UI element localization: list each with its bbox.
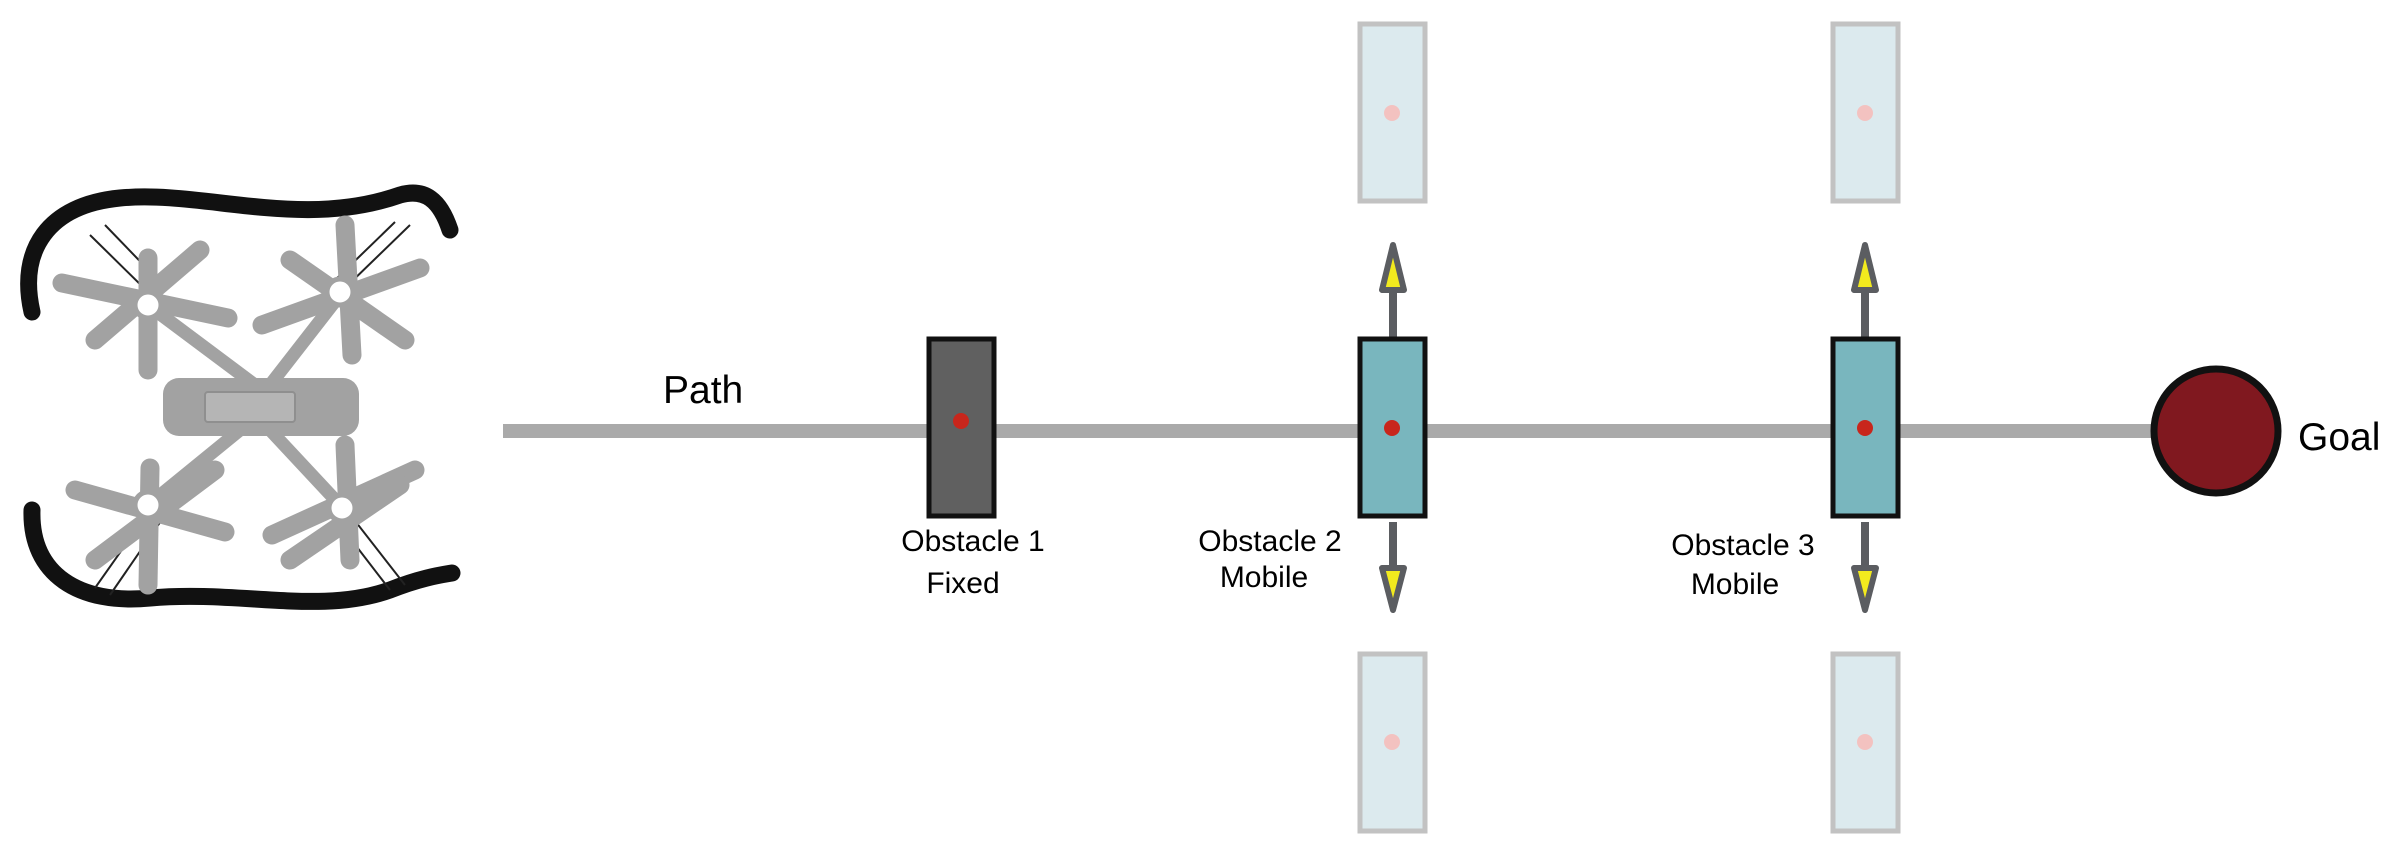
obstacle-3-name: Obstacle 3 bbox=[1671, 529, 1814, 562]
drone-hull-bottom bbox=[23, 501, 461, 610]
drone-hull-top bbox=[20, 184, 459, 321]
goal-circle-icon bbox=[2150, 365, 2282, 497]
obstacle-1-fixed bbox=[926, 336, 997, 519]
ghost-dot bbox=[1857, 734, 1873, 750]
obstacle2-arrow-down bbox=[1379, 522, 1407, 613]
drone-camera bbox=[204, 391, 296, 423]
mobile-obstacle-motion-arrows bbox=[1379, 242, 1879, 613]
obstacle-1-center-dot bbox=[953, 413, 969, 429]
mobile-obstacle-ghost-positions bbox=[1357, 21, 1901, 834]
drone-motor-hubs bbox=[132, 276, 358, 524]
obstacle-3-type: Mobile bbox=[1691, 568, 1779, 601]
obstacle2-arrow-up bbox=[1379, 242, 1407, 338]
obstacle3-arrow-down bbox=[1851, 522, 1879, 613]
obstacle-2-type: Mobile bbox=[1220, 561, 1308, 594]
obstacle-2-center-dot bbox=[1384, 420, 1400, 436]
obstacle-2-mobile bbox=[1357, 336, 1428, 519]
obstacle-3-mobile bbox=[1830, 336, 1901, 519]
obstacle3-arrow-up bbox=[1851, 242, 1879, 338]
goal-label: Goal bbox=[2298, 416, 2380, 459]
ghost-dot bbox=[1384, 105, 1400, 121]
obstacle3-ghost-bottom bbox=[1830, 651, 1901, 834]
obstacle-2-name: Obstacle 2 bbox=[1198, 525, 1341, 558]
ghost-dot bbox=[1857, 105, 1873, 121]
obstacle-3-center-dot bbox=[1857, 420, 1873, 436]
quadcopter-drone-icon bbox=[20, 184, 461, 610]
obstacle-1-name: Obstacle 1 bbox=[901, 525, 1044, 558]
ghost-dot bbox=[1384, 734, 1400, 750]
obstacle-1-type: Fixed bbox=[926, 567, 999, 600]
path-label: Path bbox=[663, 369, 743, 412]
